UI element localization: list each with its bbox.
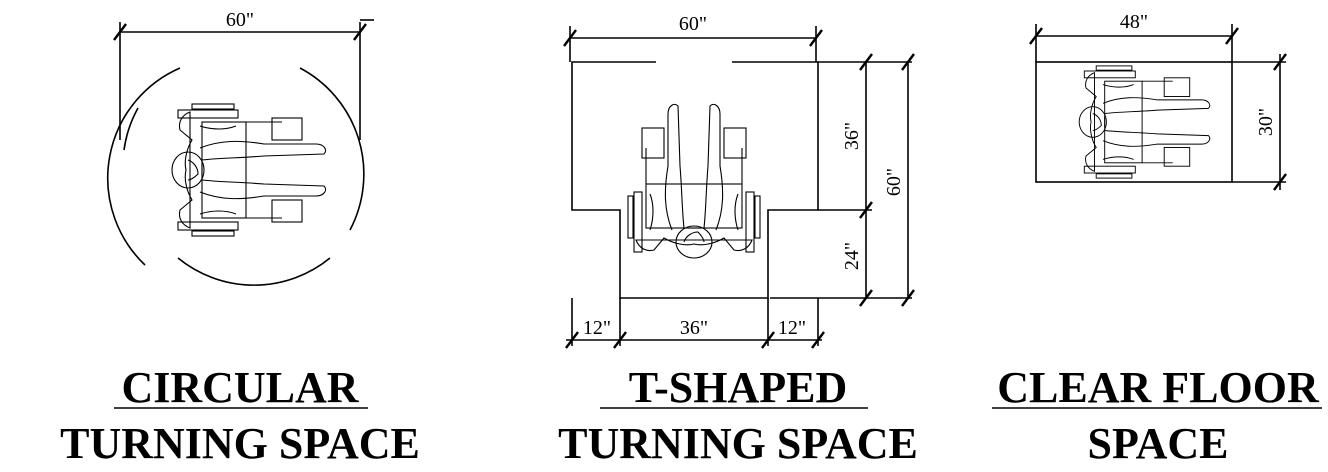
- circle-width-dimension: 60": [226, 9, 254, 31]
- t-shaped-title-line1: T-SHAPED: [629, 363, 847, 412]
- t-total-depth-dimension: 60": [883, 168, 905, 196]
- clear-floor-width-dimension: 48": [1120, 11, 1148, 33]
- t-center-width-dimension: 36": [680, 317, 708, 339]
- t-left-offset-dimension: 12": [583, 317, 611, 339]
- circular-turning-space-diagram: 60": [106, 9, 374, 286]
- t-lower-depth-dimension: 24": [841, 242, 863, 270]
- t-shaped-turning-space-diagram: 60" 36" 24" 60" 12" 36" 12": [563, 13, 915, 349]
- t-right-offset-dimension: 12": [778, 317, 806, 339]
- t-width-dimension: 60": [679, 13, 707, 35]
- circular-title: CIRCULAR TURNING SPACE: [60, 363, 420, 468]
- clear-floor-title-line1: CLEAR FLOOR: [997, 363, 1320, 412]
- circular-title-line1: CIRCULAR: [121, 363, 359, 412]
- wheelchair-user-top-view-icon: [1078, 65, 1211, 179]
- wheelchair-user-top-view-icon: [171, 103, 327, 237]
- clear-floor-title-line2: SPACE: [1088, 419, 1229, 468]
- circular-title-line2: TURNING SPACE: [60, 419, 420, 468]
- clear-floor-title: CLEAR FLOOR SPACE: [992, 363, 1322, 468]
- t-shaped-title: T-SHAPED TURNING SPACE: [558, 363, 918, 468]
- clear-floor-space-diagram: 48" 30": [1029, 11, 1287, 191]
- wheelchair-user-top-view-icon: [627, 103, 761, 259]
- t-shaped-title-line2: TURNING SPACE: [558, 419, 918, 468]
- t-upper-depth-dimension: 36": [841, 122, 863, 150]
- clear-floor-depth-dimension: 30": [1255, 108, 1277, 136]
